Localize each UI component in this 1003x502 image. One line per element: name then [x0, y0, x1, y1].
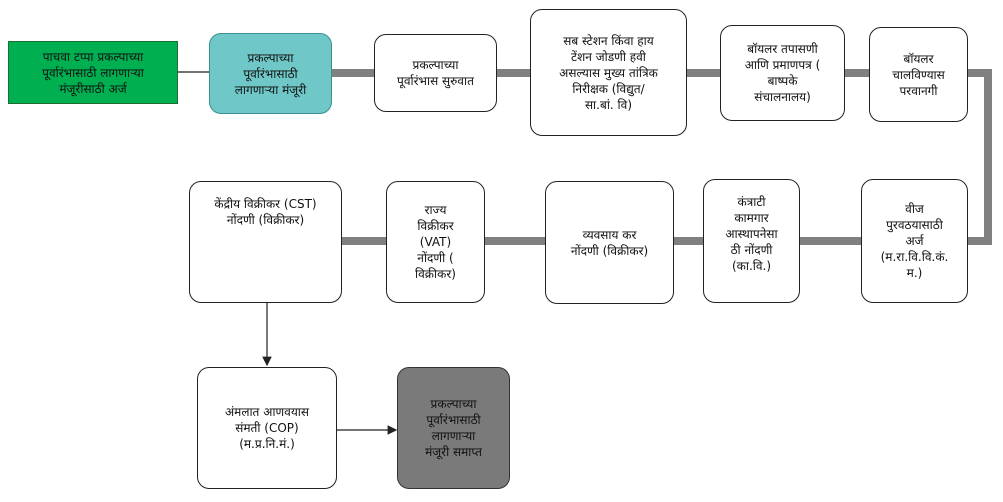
node-substation: सब स्टेशन किंवा हाय टेंशन जोडणी हवी असल्…	[530, 9, 687, 136]
node-cst: केंद्रीय विक्रीकर (CST) नोंदणी (विक्रीकर…	[189, 181, 342, 303]
node-vat: राज्य विक्रीकर (VAT) नोंदणी ( विक्रीकर)	[386, 181, 485, 303]
node-boiler-inspection: बॉयलर तपासणी आणि प्रमाणपत्र ( बाष्पके सं…	[720, 25, 845, 121]
node-contract-labour: कंत्राटी कामगार आस्थापनेसा ठी नोंदणी (का…	[703, 179, 800, 303]
node-consent: अंमलात आणवयास संमती (COP) (म.प्र.नि.मं.)	[197, 367, 337, 489]
node-start: प्रकल्पाच्या पूर्वारंभास सुरुवात	[374, 34, 497, 112]
node-boiler-permission: बॉयलर चालविण्यास परवानगी	[869, 27, 968, 122]
node-application: पाचवा टप्पा प्रकल्पाच्या पूर्वारंभासाठी …	[8, 41, 178, 104]
connector-bar	[968, 69, 992, 245]
node-profession-tax: व्यवसाय कर नोंदणी (विक्रीकर)	[545, 181, 674, 304]
node-approvals: प्रकल्पाच्या पूर्वारंभासाठी लागणाऱ्या मं…	[209, 33, 332, 114]
node-end: प्रकल्पाच्या पूर्वारंभासाठी लागणाऱ्या मं…	[397, 367, 510, 489]
node-power-supply: वीज पुरवठयासाठी अर्ज (म.रा.वि.वि.कं. म.)	[861, 179, 968, 303]
